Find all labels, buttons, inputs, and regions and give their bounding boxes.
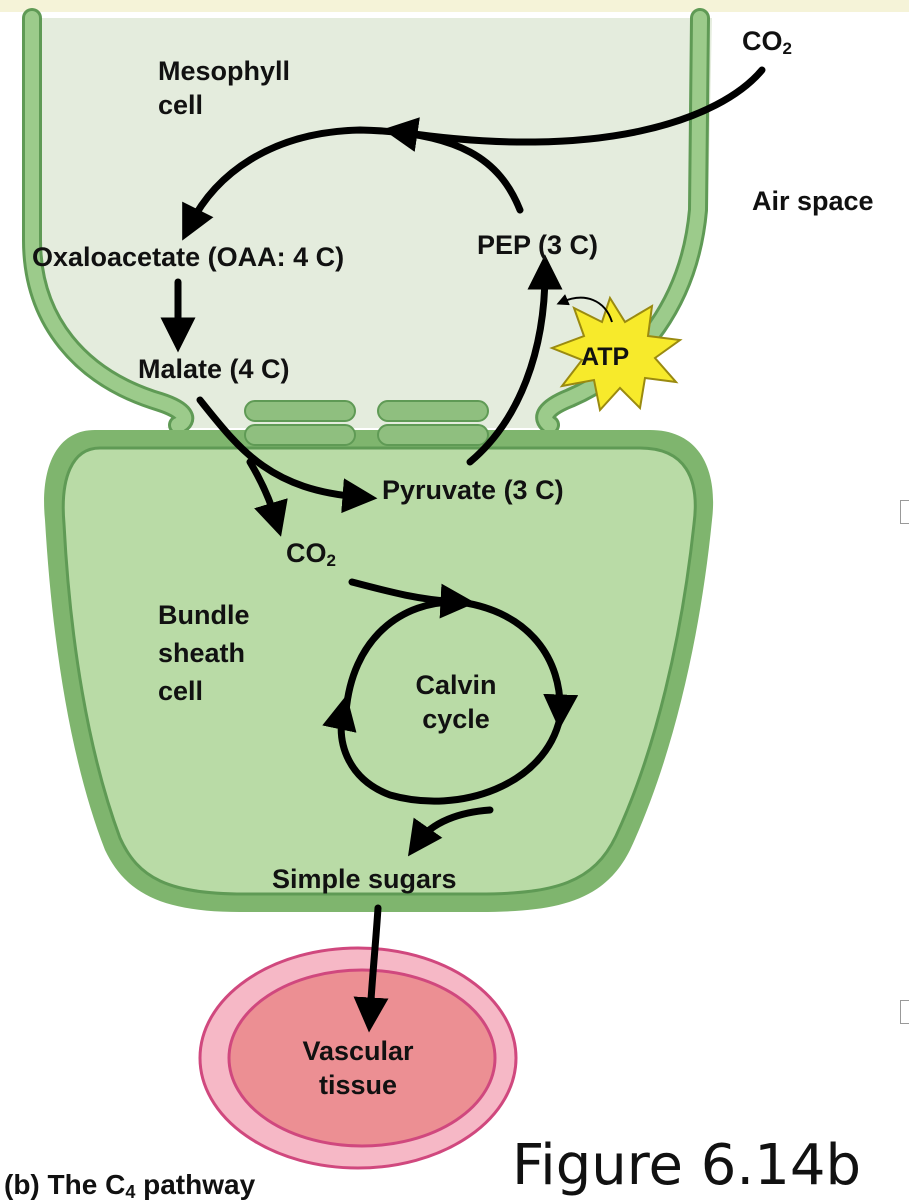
resize-handle[interactable] <box>900 1000 909 1024</box>
pyruvate-label: Pyruvate (3 C) <box>382 475 564 505</box>
arrow-co2-in <box>382 66 766 152</box>
arrow-pyruvate-to-pep <box>466 254 563 466</box>
plasmodesmata <box>244 400 489 446</box>
co2-atmospheric-label: CO2 <box>742 26 792 58</box>
arrow-malate-to-co2 <box>246 458 288 537</box>
figure-number: Figure 6.14b <box>512 1133 862 1198</box>
calvin-cycle-left <box>342 598 464 716</box>
arrow-oaa-formation <box>182 126 524 241</box>
pathway-arrows <box>160 66 766 1033</box>
malate-label: Malate (4 C) <box>138 354 290 384</box>
atp-burst <box>549 295 683 413</box>
arrow-calvin-to-sugars <box>407 806 494 857</box>
air-space-label: Air space <box>752 186 874 216</box>
oxaloacetate-label: Oxaloacetate (OAA: 4 C) <box>32 242 345 272</box>
atp-label: ATP <box>581 343 630 371</box>
calvin-cycle-bottom <box>322 694 564 805</box>
resize-handle[interactable] <box>900 500 909 524</box>
vascular-tissue-inner <box>227 968 497 1148</box>
arrow-sugars-to-vascular <box>353 904 389 1033</box>
top-strip <box>0 0 909 12</box>
atp-small-arrow <box>556 294 613 323</box>
figure-caption: (b) The C4 pathway <box>4 1169 256 1202</box>
arrow-malate-to-pyruvate <box>196 396 378 514</box>
pep-label: PEP (3 C) <box>477 230 599 260</box>
calvin-cycle-right <box>456 598 579 730</box>
co2-bundle-label: CO2 <box>286 538 336 570</box>
simple-sugars-label: Simple sugars <box>272 864 457 894</box>
